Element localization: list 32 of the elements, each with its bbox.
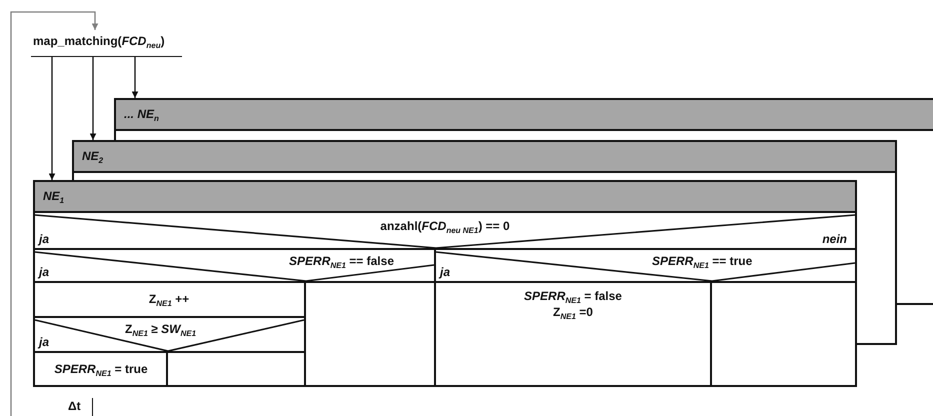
statement-block [436, 283, 712, 387]
branch-label: ja [39, 335, 50, 349]
decision-block [35, 250, 436, 283]
statement-text: Z$_{NE1}$ =0 [553, 305, 593, 323]
interval-label: Δt [68, 399, 81, 413]
function-call: map_matching(FCD$_{neu}$) [31, 30, 182, 57]
branch-label: nein [822, 232, 847, 246]
branch-label: ja [440, 265, 450, 279]
decision-block [436, 250, 857, 283]
loop-arrow [10, 11, 98, 416]
statement-block [35, 353, 168, 387]
branch-label: ja [39, 265, 50, 279]
condition-text: SPERR$_{NE1}$ == true [652, 254, 752, 272]
block-header: NE$_{1}$ [35, 182, 857, 213]
loop-block [72, 140, 897, 180]
condition-text: SPERR$_{NE1}$ == false [289, 254, 394, 272]
statement-block [35, 283, 306, 318]
branch-label: ja [39, 232, 50, 246]
block-header: NE$_{2}$ [74, 142, 895, 173]
arrow [132, 57, 138, 98]
statement-text: SPERR$_{NE1}$ = false [524, 289, 622, 307]
decision-block [35, 213, 857, 250]
loop-block [33, 180, 857, 387]
decision-block [35, 318, 306, 353]
statement-text: SPERR$_{NE1}$ = true [54, 362, 148, 380]
block-header: ... NE$_{n}$ [116, 100, 933, 131]
condition-text: anzahl(FCD$_{neu NE1}$) == 0 [380, 219, 510, 237]
arrow [90, 57, 96, 140]
loop-block [114, 98, 933, 140]
condition-text: Z$_{NE1}$ ≥ SW$_{NE1}$ [125, 322, 196, 340]
statement-text: Z$_{NE1}$ ++ [148, 292, 190, 310]
arrow [48, 57, 56, 180]
